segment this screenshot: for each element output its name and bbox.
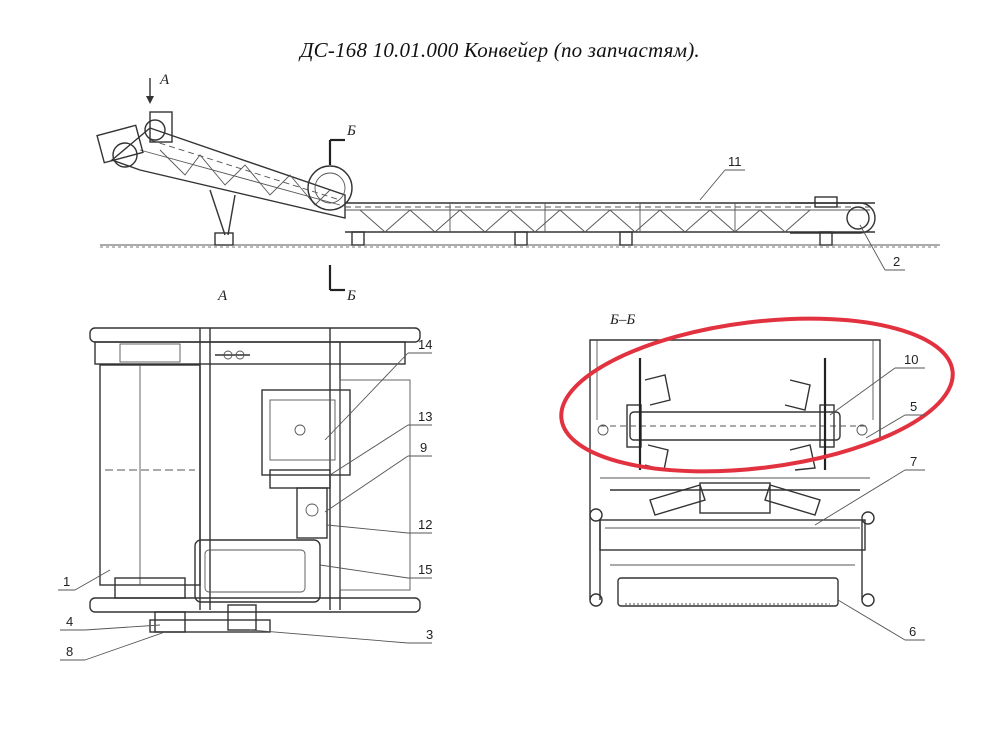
view-a-title: А [217,288,228,304]
side-view: Б Б А 11 2 [96,72,940,304]
section-title: Б–Б [609,312,635,328]
callout-3: 3 [426,627,433,642]
callout-15: 15 [418,562,432,577]
callout-4: 4 [66,614,73,629]
callout-1: 1 [63,574,70,589]
highlight-ellipse [559,316,955,474]
view-arrow-a: А [159,72,170,88]
drawing-title: ДС-168 10.01.000 Конвейер (по запчастям)… [300,38,700,62]
callout-13: 13 [418,409,432,424]
callout-9: 9 [420,440,427,455]
view-a: А [58,288,433,661]
callout-12: 12 [418,517,432,532]
section-view: Б–Б [559,312,955,641]
callout-6: 6 [909,624,916,639]
callout-11: 11 [728,154,742,169]
callout-14: 14 [418,337,432,352]
callout-7: 7 [910,454,917,469]
section-mark-top: Б [346,123,356,139]
callout-8: 8 [66,644,73,659]
callout-5: 5 [910,399,917,414]
section-mark-bottom: Б [346,288,356,304]
callout-2: 2 [893,254,900,269]
callout-10: 10 [904,352,918,367]
